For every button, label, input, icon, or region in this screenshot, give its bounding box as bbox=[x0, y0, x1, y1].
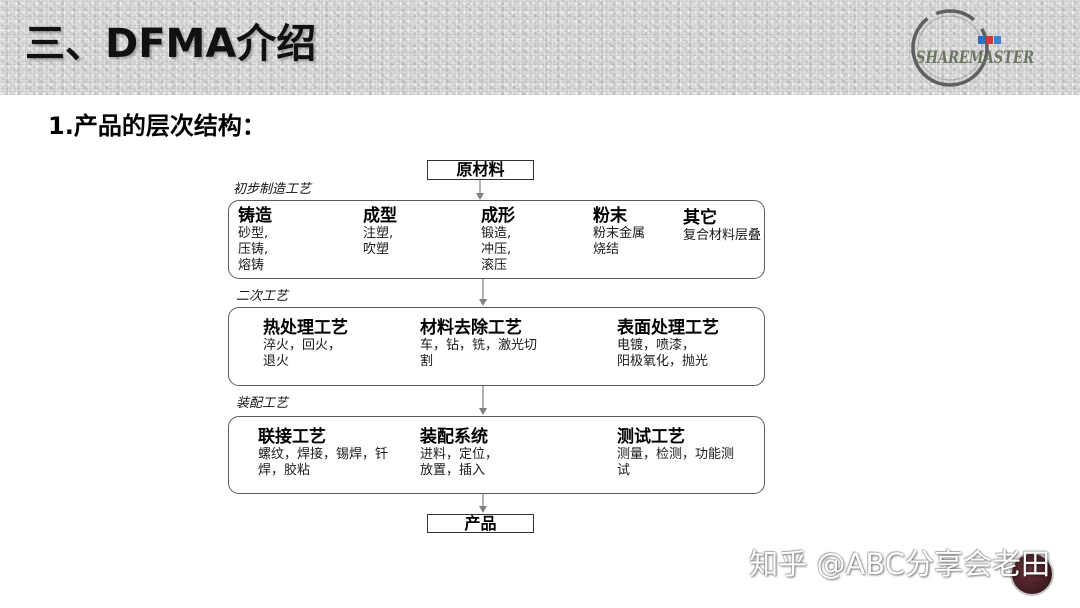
group-heading: 成型 bbox=[363, 206, 397, 226]
group-item: 割 bbox=[420, 354, 434, 369]
flow-arrow bbox=[479, 494, 487, 513]
stage-label-primary-processing: 初步制造工艺 bbox=[233, 182, 312, 197]
stage-label-secondary-processing: 二次工艺 bbox=[236, 289, 289, 304]
flow-arrow bbox=[479, 386, 487, 415]
watermark: 知乎 @ABC分享会老田 bbox=[749, 547, 1050, 581]
group-heading: 铸造 bbox=[238, 206, 272, 226]
group-item: 螺纹，焊接，锡焊，钎 bbox=[258, 447, 389, 462]
stage-box-assembly: 联接工艺 螺纹，焊接，锡焊，钎 焊，胶粘 装配系统 进料，定位， 放置，插入 测… bbox=[228, 416, 765, 494]
group-item: 焊，胶粘 bbox=[258, 463, 311, 478]
process-group-casting: 铸造 砂型, 压铸, 熔铸 bbox=[238, 206, 272, 274]
slide-title: 三、DFMA介绍 bbox=[25, 21, 317, 67]
logo-color-block bbox=[978, 36, 985, 44]
group-heading: 装配系统 bbox=[420, 427, 488, 447]
logo-ring-inner bbox=[917, 15, 983, 81]
process-group-forming: 成形 锻造, 冲压, 滚压 bbox=[481, 206, 515, 274]
process-group-testing: 测试工艺 测量，检测，功能测 试 bbox=[617, 427, 734, 479]
group-item: 退火 bbox=[263, 354, 290, 369]
group-item: 进料，定位， bbox=[420, 447, 499, 462]
process-group-joining: 联接工艺 螺纹，焊接，锡焊，钎 焊，胶粘 bbox=[258, 427, 388, 479]
process-group-molding: 成型 注塑, 吹塑 bbox=[363, 206, 397, 258]
group-item: 注塑, bbox=[363, 226, 394, 241]
process-group-heat-treatment: 热处理工艺 淬火，回火， 退火 bbox=[263, 318, 348, 370]
logo-ring bbox=[911, 9, 989, 87]
group-heading: 成形 bbox=[481, 206, 515, 226]
process-group-assembly-system: 装配系统 进料，定位， 放置，插入 bbox=[420, 427, 498, 479]
stage-box-primary-processing: 铸造 砂型, 压铸, 熔铸 成型 注塑, 吹塑 成形 锻造, 冲压, 滚压 粉末… bbox=[228, 200, 765, 279]
group-item: 测量，检测，功能测 bbox=[617, 447, 735, 462]
group-item: 淬火，回火， bbox=[263, 338, 342, 353]
group-heading: 表面处理工艺 bbox=[617, 318, 719, 338]
process-group-other: 其它 复合材料层叠 bbox=[683, 208, 761, 244]
group-item: 复合材料层叠 bbox=[683, 228, 762, 243]
group-item: 车，钻，铣，激光切 bbox=[420, 338, 538, 353]
flow-arrow bbox=[479, 279, 487, 306]
group-item: 吹塑 bbox=[363, 242, 390, 257]
group-heading: 热处理工艺 bbox=[263, 318, 348, 338]
group-item: 冲压, bbox=[481, 242, 512, 257]
process-group-material-removal: 材料去除工艺 车，钻，铣，激光切 割 bbox=[420, 318, 537, 370]
author-avatar-icon bbox=[1010, 552, 1054, 596]
group-item: 烧结 bbox=[593, 242, 620, 257]
logo-color-block bbox=[994, 36, 1001, 44]
group-heading: 材料去除工艺 bbox=[420, 318, 522, 338]
header-band: 三、DFMA介绍 SHAREMASTER bbox=[0, 0, 1080, 95]
group-heading: 其它 bbox=[683, 208, 717, 228]
group-item: 粉末金属 bbox=[593, 226, 646, 241]
group-item: 放置，插入 bbox=[420, 463, 486, 478]
group-item: 锻造, bbox=[481, 226, 512, 241]
group-heading: 联接工艺 bbox=[258, 427, 326, 447]
group-heading: 测试工艺 bbox=[617, 427, 685, 447]
process-group-surface-treatment: 表面处理工艺 电镀，喷漆， 阳极氧化，抛光 bbox=[617, 318, 719, 370]
group-item: 砂型, bbox=[238, 226, 269, 241]
group-item: 压铸, bbox=[238, 242, 269, 257]
group-item: 试 bbox=[617, 463, 631, 478]
section-title: 1.产品的层次结构： bbox=[48, 112, 266, 140]
raw-material-node: 原材料 bbox=[427, 160, 534, 180]
logo-graphic: SHAREMASTER bbox=[911, 9, 1034, 87]
group-item: 滚压 bbox=[481, 258, 508, 273]
process-group-powder: 粉末 粉末金属 烧结 bbox=[593, 206, 645, 258]
group-item: 阳极氧化，抛光 bbox=[617, 354, 709, 369]
stage-label-assembly: 装配工艺 bbox=[236, 396, 289, 411]
group-item: 熔铸 bbox=[238, 258, 265, 273]
stage-box-secondary-processing: 热处理工艺 淬火，回火， 退火 材料去除工艺 车，钻，铣，激光切 割 表面处理工… bbox=[228, 307, 765, 386]
logo-color-block bbox=[986, 36, 993, 44]
logo-wordmark: SHAREMASTER bbox=[916, 48, 1034, 68]
sharemaster-logo: SHAREMASTER bbox=[898, 6, 1040, 92]
group-heading: 粉末 bbox=[593, 206, 627, 226]
group-item: 电镀，喷漆， bbox=[617, 338, 696, 353]
product-node: 产品 bbox=[427, 514, 534, 533]
flow-arrow bbox=[476, 180, 484, 200]
